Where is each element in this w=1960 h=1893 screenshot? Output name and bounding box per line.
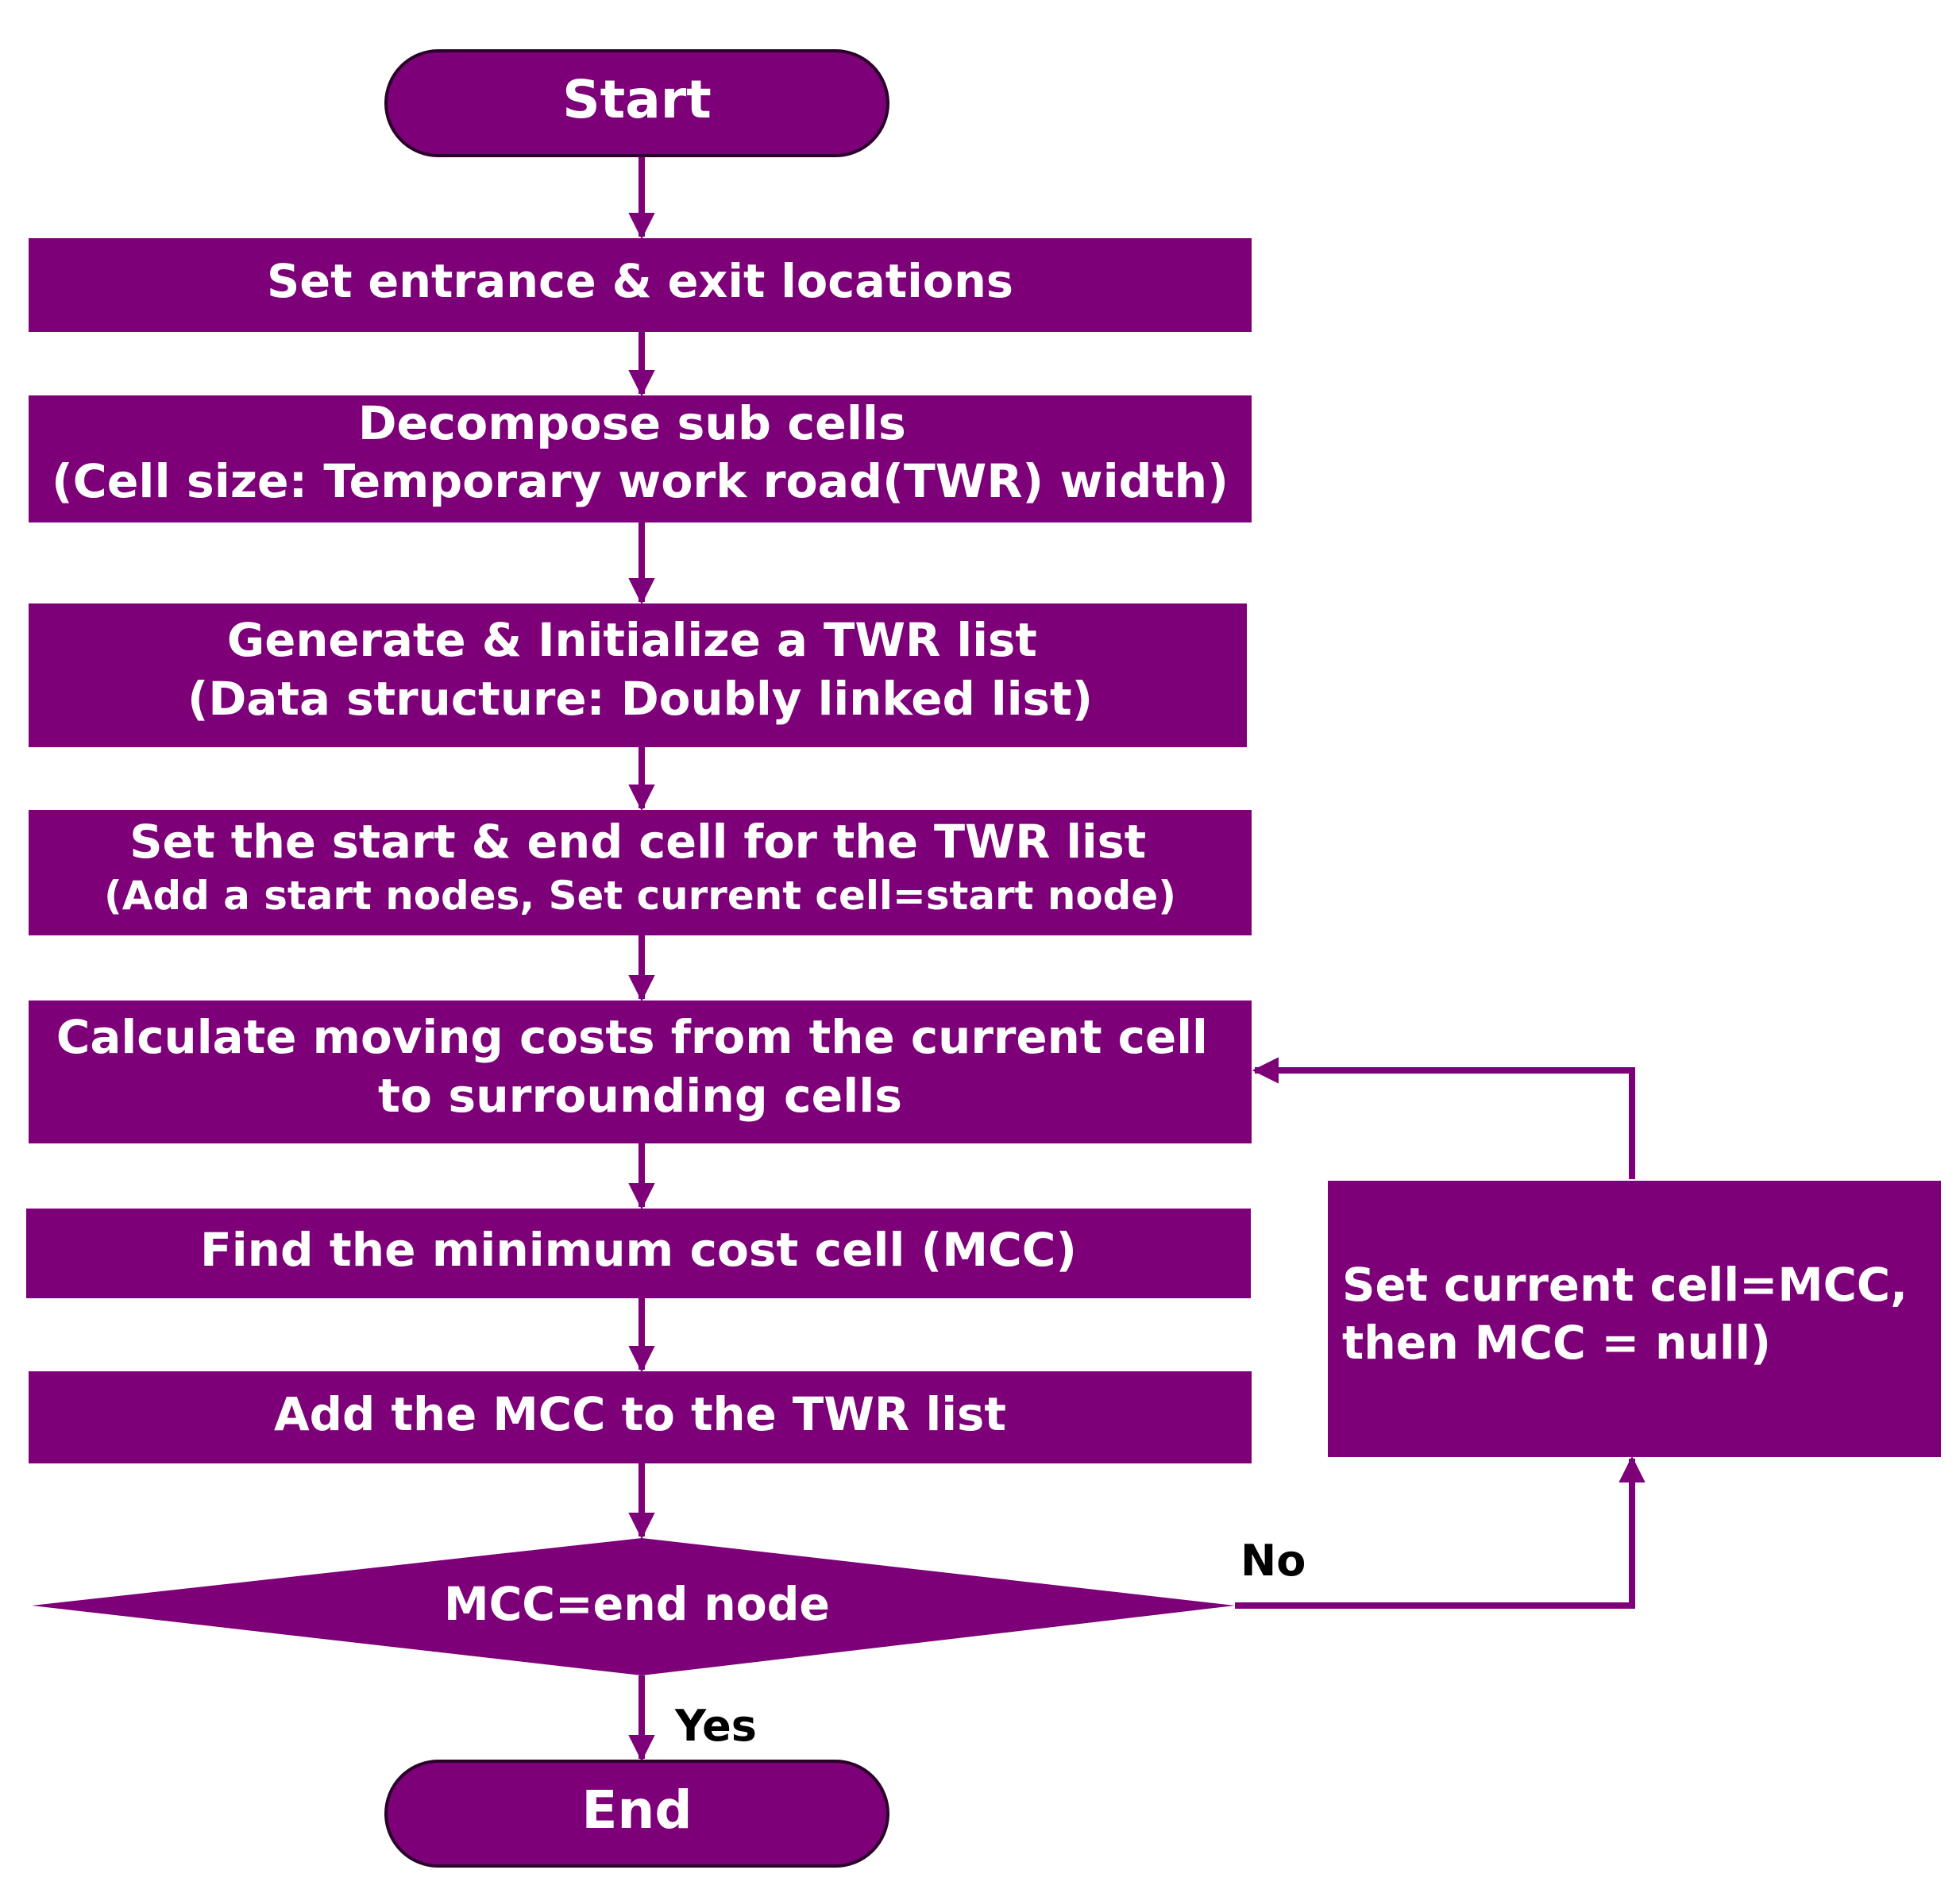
step4-box [29, 810, 1252, 935]
loop-box [1328, 1181, 1941, 1457]
loop-label: Set current cell=MCC, then MCC = null) [1342, 1258, 1923, 1370]
step3-label-line-1: Generate & Initialize a TWR list [227, 613, 1037, 667]
step3-label: Generate & Initialize a TWR list (Data s… [187, 613, 1093, 726]
step6-label: Find the minimum cost cell (MCC) [200, 1223, 1077, 1277]
step4-label-line-2: (Add a start nodes, Set current cell=sta… [104, 873, 1176, 919]
step2-label-line-1: Decompose sub cells [358, 396, 906, 450]
step1-label: Set entrance & exit locations [267, 254, 1013, 308]
start-label: Start [562, 69, 712, 130]
arrow-loop-to-step5 [1252, 1057, 1635, 1179]
step3-box [29, 603, 1247, 747]
arrow-decision-to-loop-no [1235, 1455, 1646, 1609]
start-terminal [384, 49, 889, 157]
step7-label-line: Add the MCC to the TWR list [274, 1387, 1006, 1441]
decision-label-line: MCC=end node [444, 1577, 830, 1631]
nodes [26, 49, 1941, 1868]
step4-label-line-1: Set the start & end cell for the TWR lis… [129, 815, 1146, 869]
step7-label: Add the MCC to the TWR list [274, 1387, 1006, 1441]
step4-label: Set the start & end cell for the TWR lis… [104, 815, 1176, 919]
end-label-line: End [581, 1779, 692, 1841]
step2-label-line-2: (Cell size: Temporary work road(TWR) wid… [52, 454, 1229, 508]
loop-label-line-2: then MCC = null) [1342, 1316, 1771, 1370]
decision-diamond [32, 1538, 1235, 1675]
decision-label: MCC=end node [444, 1577, 830, 1631]
step5-label-line-2: to surrounding cells [378, 1069, 902, 1123]
step2-box [29, 395, 1252, 522]
edges [628, 156, 1646, 1762]
loop-label-line-1: Set current cell=MCC, [1342, 1258, 1908, 1312]
step3-label-line-2: (Data structure: Doubly linked list) [187, 672, 1093, 726]
step5-label-line-1: Calculate moving costs from the current … [56, 1010, 1208, 1064]
no-label: No [1240, 1536, 1306, 1586]
step6-box [26, 1209, 1251, 1298]
step1-box [29, 238, 1252, 332]
end-terminal [384, 1760, 889, 1868]
yes-label: Yes [674, 1701, 757, 1751]
step5-label: Calculate moving costs from the current … [56, 1010, 1224, 1123]
end-label: End [581, 1779, 692, 1841]
start-label-line: Start [562, 69, 712, 130]
step7-box [29, 1371, 1252, 1463]
step2-label: Decompose sub cells (Cell size: Temporar… [52, 396, 1229, 508]
step5-box [29, 1000, 1252, 1143]
step1-label-line: Set entrance & exit locations [267, 254, 1013, 308]
step6-label-line: Find the minimum cost cell (MCC) [200, 1223, 1077, 1277]
